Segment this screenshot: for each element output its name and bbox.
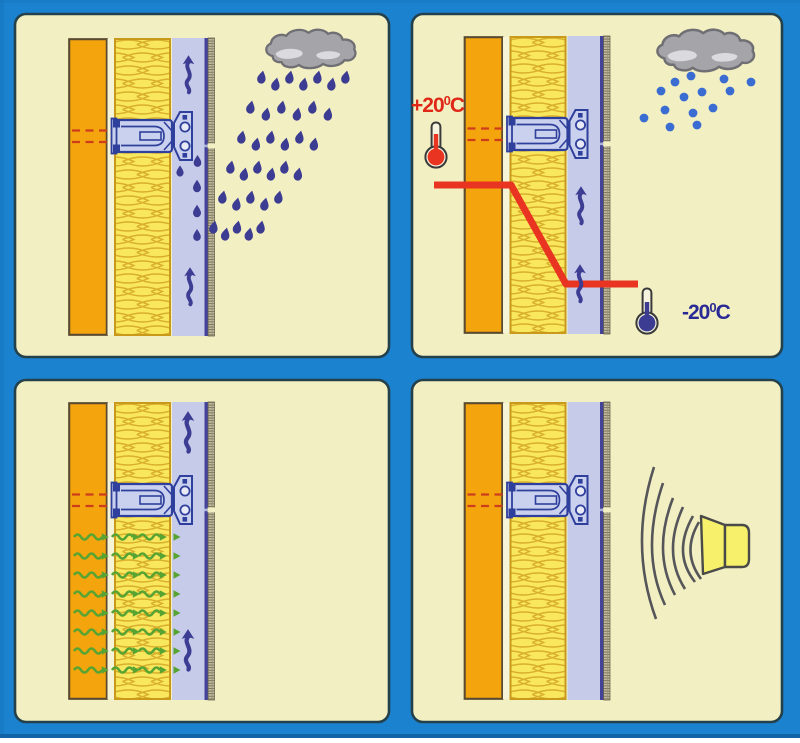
svg-text:+200C: +200C bbox=[411, 93, 465, 117]
svg-text:-200C: -200C bbox=[682, 300, 731, 324]
